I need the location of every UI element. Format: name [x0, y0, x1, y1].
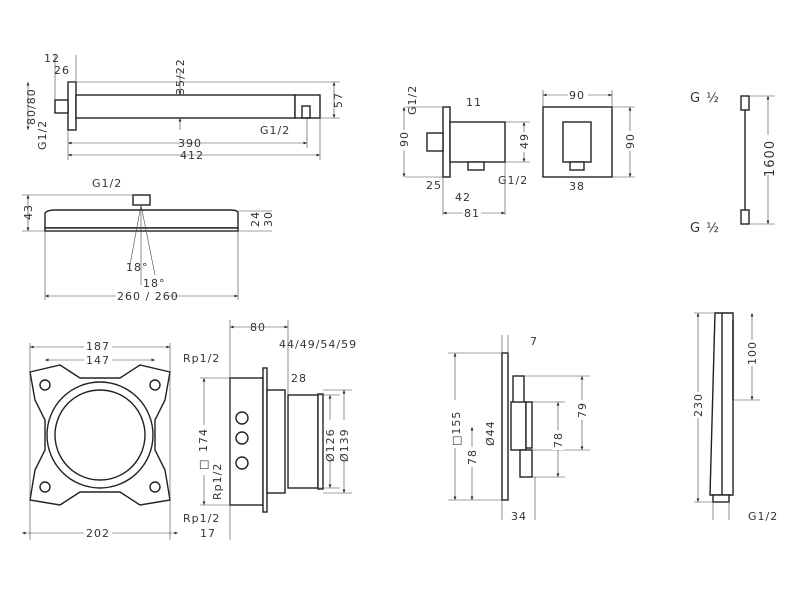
dim-155: □155 — [450, 411, 463, 446]
label-rp-bottom: Rp1/2 — [183, 512, 220, 525]
dim-57: 57 — [332, 92, 345, 108]
dim-412: 412 — [180, 149, 204, 162]
dim-26: 26 — [54, 64, 70, 77]
overhead-shower-view: G1/2 43 24 30 18° 18° 260 / 260 — [22, 177, 275, 303]
dim-7: 7 — [530, 335, 538, 348]
install-box-cylinder — [287, 394, 319, 489]
dim-147: 147 — [86, 354, 110, 367]
outlet-plate — [442, 106, 451, 178]
dim-187: 187 — [86, 340, 110, 353]
trim-plate — [501, 352, 509, 501]
dim-11: 11 — [466, 96, 482, 109]
install-box-frame — [29, 364, 171, 506]
dim-90-width: 90 — [569, 89, 585, 102]
dim-28: 28 — [291, 372, 307, 385]
label-square: □ — [197, 459, 210, 470]
label-shower-thread: G1/2 — [92, 177, 122, 190]
dim-80: 80 — [250, 321, 266, 334]
hose-view: G ½ 1600 G ½ — [690, 91, 778, 236]
dim-1600: 1600 — [763, 140, 778, 177]
dim-90-side: 90 — [398, 131, 411, 147]
install-box-side-view: 80 44/49/54/59 Rp1/2 28 □ 174 Rp1/2 Ø126… — [183, 320, 357, 540]
wall-outlet-view: G1/2 11 90 49 25 42 G1/2 81 90 90 38 — [398, 85, 637, 220]
dim-202: 202 — [86, 527, 110, 540]
outlet-body — [449, 121, 506, 163]
shower-head-body — [44, 209, 239, 229]
angle-18-b: 18° — [143, 277, 166, 290]
thermostat-trim-view: 7 □155 Ø44 78 78 79 34 — [448, 335, 590, 523]
dim-79: 79 — [576, 402, 589, 418]
dim-260: 260 / 260 — [117, 290, 179, 303]
dim-126: Ø126 — [324, 428, 337, 462]
dim-230: 230 — [692, 393, 705, 417]
arm-tube — [75, 94, 296, 119]
label-arm-outlet-thread: G1/2 — [260, 124, 290, 137]
label-hose-thread-bottom: G ½ — [690, 221, 720, 236]
dim-38: 38 — [569, 180, 585, 193]
install-box-front-view: 187 147 202 — [22, 340, 178, 540]
shower-arm-view: 12 26 35/22 80/80 G1/2 57 G1/2 390 412 — [25, 52, 345, 162]
dim-49: 49 — [518, 133, 531, 149]
dim-139: Ø139 — [338, 428, 351, 462]
dim-30: 30 — [262, 211, 275, 227]
dim-35-22: 35/22 — [174, 58, 187, 95]
dim-42: 42 — [455, 191, 471, 204]
label-outlet-thread-bottom: G1/2 — [498, 174, 528, 187]
dim-78-right: 78 — [552, 432, 565, 448]
dim-43: 43 — [22, 204, 35, 220]
dim-34: 34 — [511, 510, 527, 523]
dim-81: 81 — [464, 207, 480, 220]
label-rp-mid: Rp1/2 — [211, 463, 224, 500]
dim-390: 390 — [178, 137, 202, 150]
label-arm-inlet-thread: G1/2 — [36, 120, 49, 150]
hand-shower-view: 100 230 G1/2 — [692, 312, 778, 523]
dim-44: Ø44 — [484, 420, 497, 446]
dim-25: 25 — [426, 179, 442, 192]
dim-12: 12 — [44, 52, 60, 65]
dim-100: 100 — [746, 341, 759, 365]
label-hand-shower-thread: G1/2 — [748, 510, 778, 523]
angle-18-a: 18° — [126, 261, 149, 274]
dim-174: 174 — [197, 428, 210, 452]
shower-connector — [132, 194, 151, 206]
dim-80-80: 80/80 — [25, 88, 38, 125]
dim-90-height: 90 — [624, 133, 637, 149]
dim-24: 24 — [249, 211, 262, 227]
trim-handle — [510, 401, 527, 451]
dim-78-left: 78 — [466, 449, 479, 465]
arm-inlet-nipple — [54, 99, 69, 114]
label-outlet-thread-top: G1/2 — [406, 85, 419, 115]
dim-44-49-54-59: 44/49/54/59 — [279, 338, 357, 351]
label-hose-thread-top: G ½ — [690, 91, 720, 106]
arm-wall-flange — [67, 81, 77, 131]
label-rp-top: Rp1/2 — [183, 352, 220, 365]
dim-17: 17 — [200, 527, 216, 540]
